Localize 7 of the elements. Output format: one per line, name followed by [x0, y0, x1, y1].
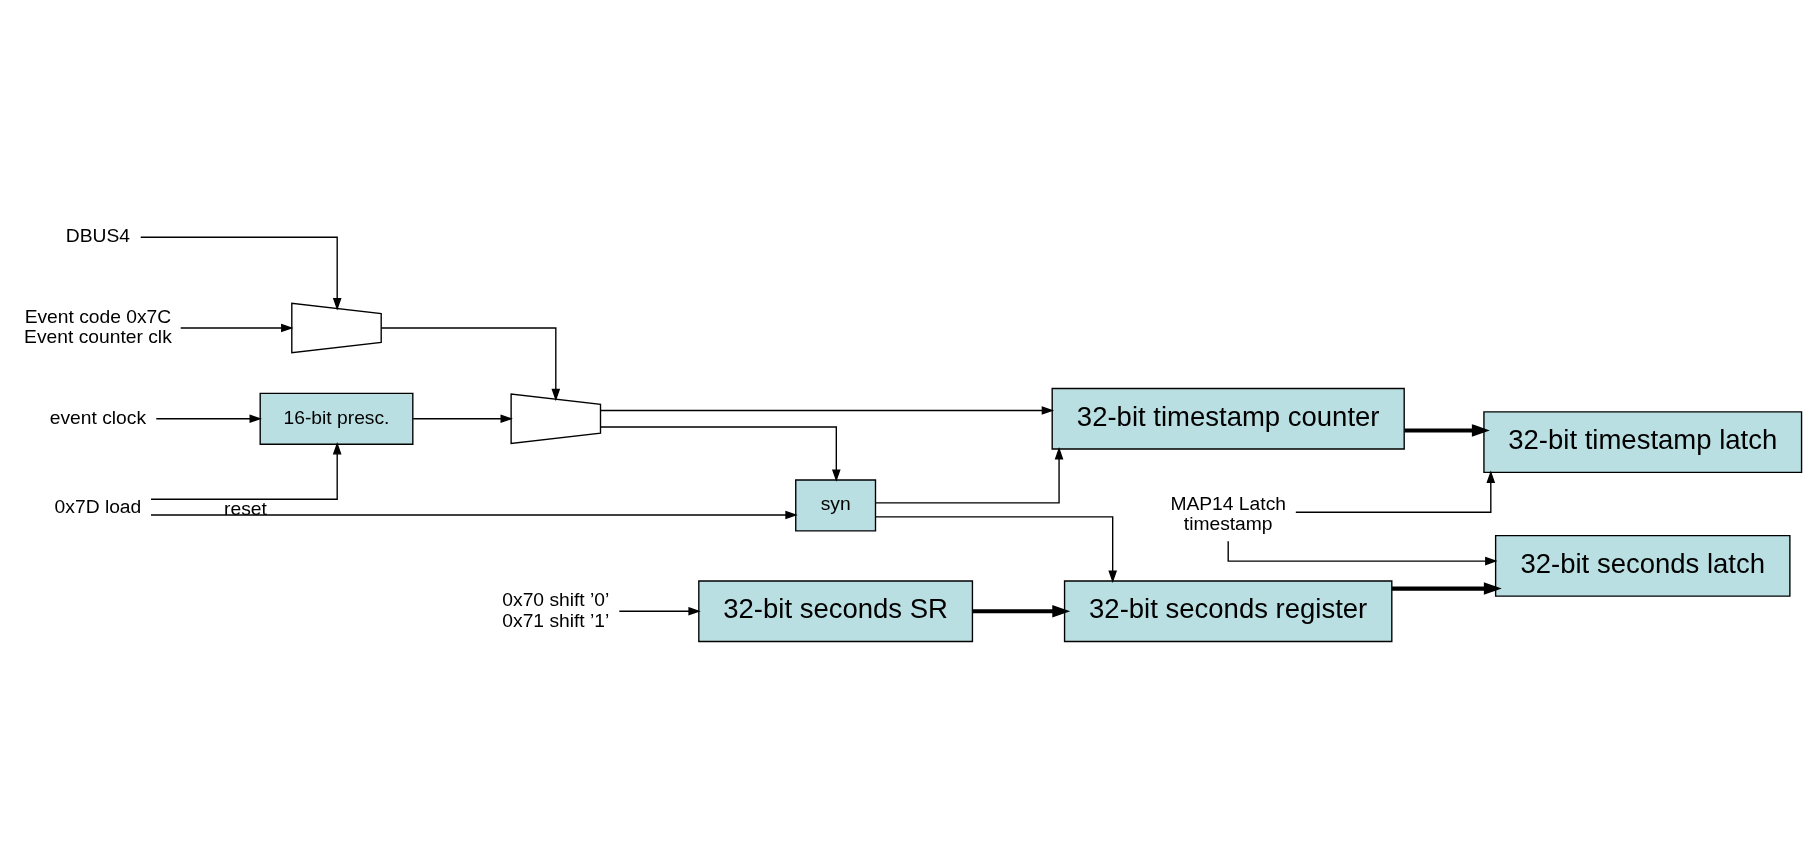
edge-label: reset: [223, 497, 267, 519]
node-text: event clock: [49, 406, 146, 428]
node-text: 0x7D load: [54, 496, 141, 518]
node-text: Event code 0x7C Event counter clk: [23, 305, 172, 348]
node-text: DBUS4: [65, 225, 130, 247]
node-text: 0x70 shift ’0’ 0x71 shift ’1’: [501, 589, 609, 631]
node-text: MAP14 Latch timestamp: [1169, 492, 1286, 535]
